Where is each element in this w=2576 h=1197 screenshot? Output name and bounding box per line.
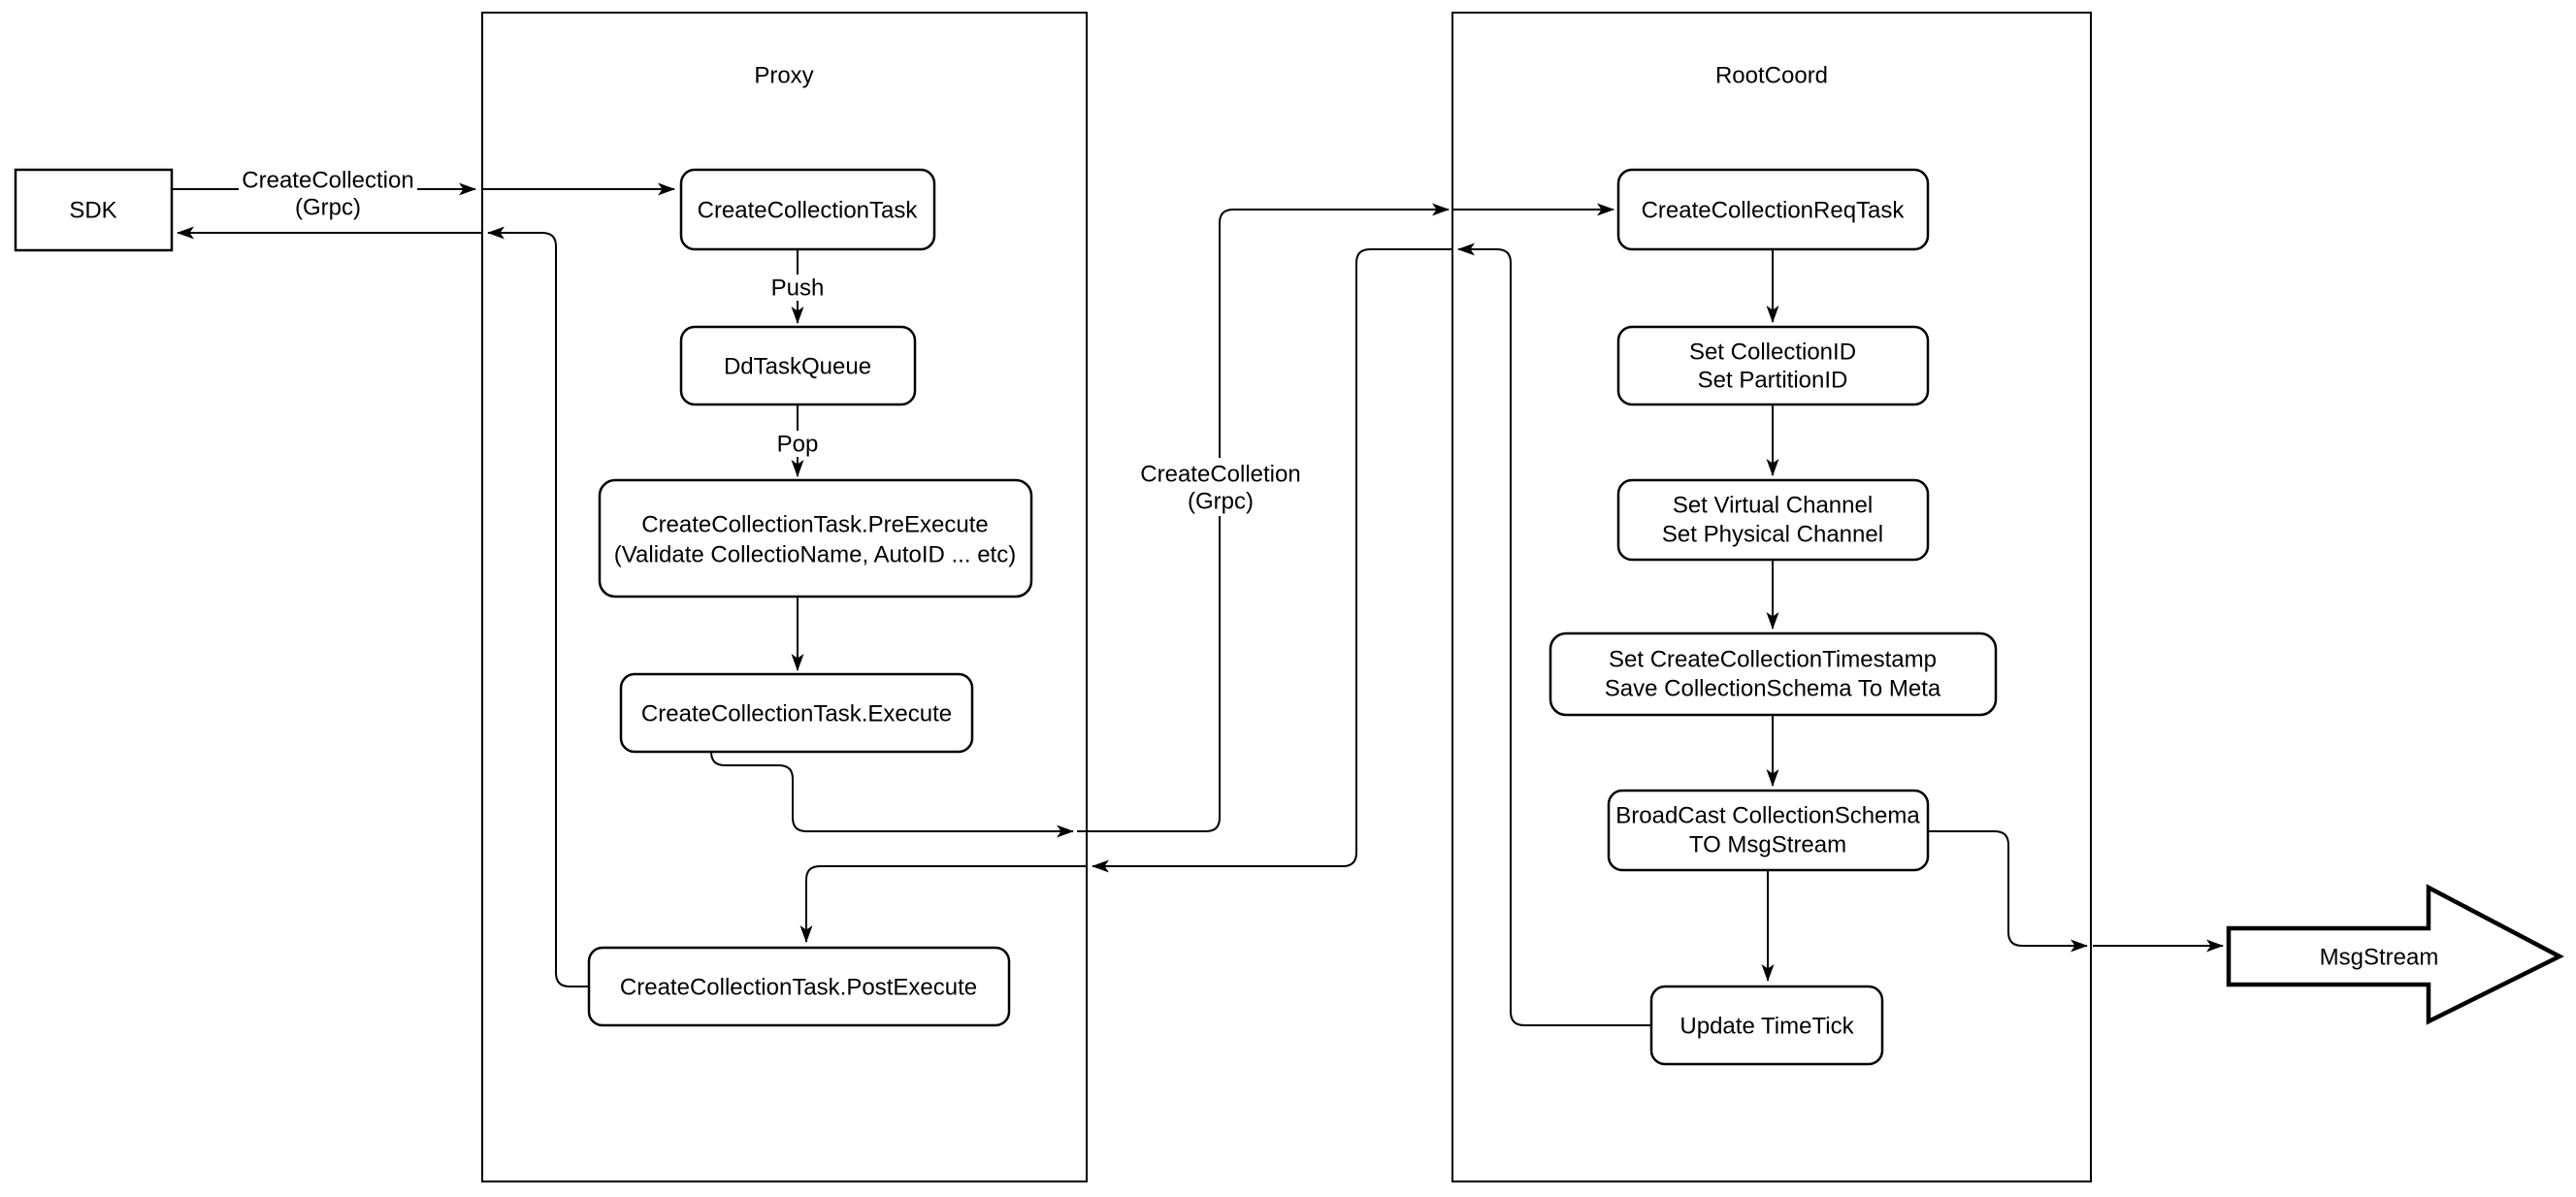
edge-label-grpc-internal: CreateColletion (Grpc): [1135, 458, 1306, 516]
node-broadcast-line1: BroadCast CollectionSchema: [1615, 803, 1920, 829]
edge-label-push: Push: [768, 275, 827, 302]
node-post-execute-label: CreateCollectionTask.PostExecute: [620, 975, 977, 1001]
node-set-timestamp: Set CreateCollectionTimestamp Save Colle…: [1549, 631, 1998, 717]
rootcoord-container: RootCoord: [1451, 12, 2092, 1182]
node-dd-task-queue: DdTaskQueue: [679, 325, 917, 406]
node-create-collection-req-task: CreateCollectionReqTask: [1616, 168, 1930, 251]
edge-label-grpc-request-line2: (Grpc): [295, 195, 361, 221]
edge-label-pop-text: Pop: [777, 432, 819, 458]
edge-postexecute-to-proxy-border: [487, 226, 589, 987]
node-dd-task-queue-label: DdTaskQueue: [724, 354, 871, 380]
edge-rootcoord-border-to-proxy-border: [1092, 248, 1452, 873]
node-set-timestamp-line2: Save CollectionSchema To Meta: [1605, 676, 1941, 702]
node-pre-execute-line2: (Validate CollectioName, AutoID ... etc): [614, 542, 1016, 568]
edge-updatetimetick-to-rootcoord-border: [1457, 243, 1651, 1026]
node-set-timestamp-line1: Set CreateCollectionTimestamp: [1609, 647, 1937, 673]
proxy-container-title: Proxy: [754, 63, 813, 89]
edge-proxy-border-to-rootcoord-border: [1077, 203, 1450, 832]
node-set-channels-line2: Set Physical Channel: [1662, 522, 1883, 548]
node-broadcast-line2: TO MsgStream: [1689, 832, 1846, 858]
node-set-ids-line1: Set CollectionID: [1689, 340, 1856, 366]
node-msgstream: MsgStream: [2226, 884, 2564, 1025]
edge-label-push-text: Push: [771, 275, 825, 302]
node-execute: CreateCollectionTask.Execute: [619, 672, 974, 754]
node-set-channels-line1: Set Virtual Channel: [1673, 493, 1873, 519]
node-set-channels: Set Virtual Channel Set Physical Channel: [1616, 478, 1930, 562]
edge-label-grpc-internal-line2: (Grpc): [1188, 489, 1254, 515]
node-set-ids-line2: Set PartitionID: [1698, 368, 1848, 394]
node-execute-label: CreateCollectionTask.Execute: [641, 701, 952, 728]
edge-execute-to-proxy-border: [710, 751, 1074, 838]
edge-label-grpc-request: CreateCollection (Grpc): [239, 165, 417, 221]
node-broadcast: BroadCast CollectionSchema TO MsgStream: [1607, 789, 1930, 872]
node-set-ids: Set CollectionID Set PartitionID: [1616, 325, 1930, 406]
node-update-timetick-label: Update TimeTick: [1679, 1014, 1854, 1040]
edge-label-pop: Pop: [772, 431, 823, 458]
node-post-execute: CreateCollectionTask.PostExecute: [587, 946, 1011, 1027]
node-sdk-label: SDK: [69, 198, 116, 224]
edge-broadcast-to-rootcoord-border: [1928, 830, 2088, 953]
node-pre-execute-line1: CreateCollectionTask.PreExecute: [641, 512, 989, 538]
edge-label-grpc-request-line1: CreateCollection: [242, 168, 413, 194]
edge-label-grpc-internal-line1: CreateColletion: [1140, 462, 1300, 488]
node-create-collection-req-task-label: CreateCollectionReqTask: [1642, 198, 1906, 224]
node-create-collection-task-label: CreateCollectionTask: [698, 198, 919, 224]
rootcoord-container-title: RootCoord: [1715, 63, 1828, 89]
msgstream-arrow-shape: [2226, 884, 2564, 1025]
node-update-timetick: Update TimeTick: [1649, 985, 1884, 1066]
edge-proxy-border-to-postexecute: [799, 865, 1087, 943]
proxy-container: Proxy: [481, 12, 1088, 1182]
node-msgstream-label: MsgStream: [2320, 945, 2439, 971]
node-create-collection-task: CreateCollectionTask: [679, 168, 936, 251]
node-pre-execute: CreateCollectionTask.PreExecute (Validat…: [598, 478, 1033, 598]
node-sdk: SDK: [14, 168, 174, 252]
